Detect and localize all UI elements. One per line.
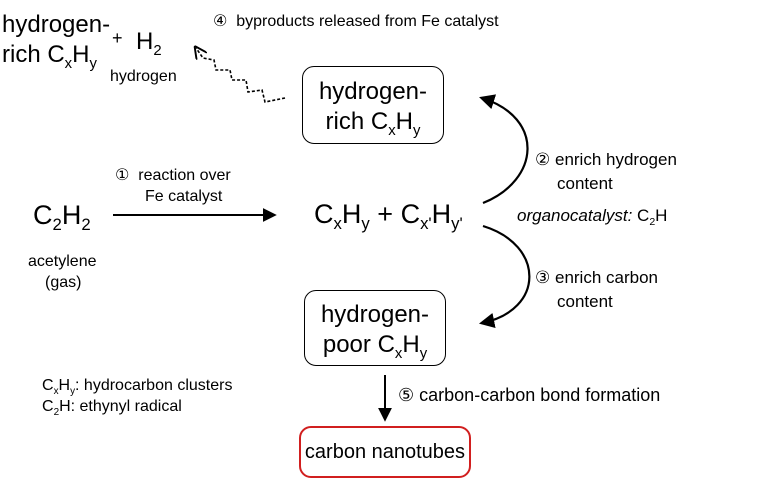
top-left-hydrogen-rich: hydrogen- rich CxHy [2,11,111,72]
organocatalyst-label: organocatalyst: C2H [517,206,668,228]
box-hydrogen-poor: hydrogen- poor CxHy [304,290,446,366]
arrow-enrich-carbon [478,224,531,329]
legend: CxHy: hydrocarbon clusters C2H: ethynyl … [42,375,232,417]
step2-label: ② enrich hydrogen content [535,150,677,193]
box-carbon-nanotubes: carbon nanotubes [299,426,471,478]
arrow-enrich-hydrogen [479,94,529,205]
step1-label: ① reaction over Fe catalyst [115,167,231,205]
legend-ethynyl: C2H: ethynyl radical [42,398,182,418]
box-hydrogen-rich: hydrogen- rich CxHy [302,66,444,144]
center-formula: CxHy + Cx'Hy' [314,199,463,234]
step5-label: ⑤ carbon-carbon bond formation [398,385,661,405]
acetylene-state: (gas) [45,274,82,291]
hydrogen-label: hydrogen [110,68,177,85]
arrow-byproducts [196,48,286,103]
top-left-h2: H2 [136,28,162,59]
step3-label: ③ enrich carbon content [535,268,658,311]
legend-hydrocarbon: CxHy: hydrocarbon clusters [42,377,233,397]
top-left-plus: + [112,28,123,48]
acetylene-name: acetylene [28,253,97,270]
acetylene-formula: C2H2 [33,200,91,235]
step4-label: ④ byproducts released from Fe catalyst [213,13,499,30]
